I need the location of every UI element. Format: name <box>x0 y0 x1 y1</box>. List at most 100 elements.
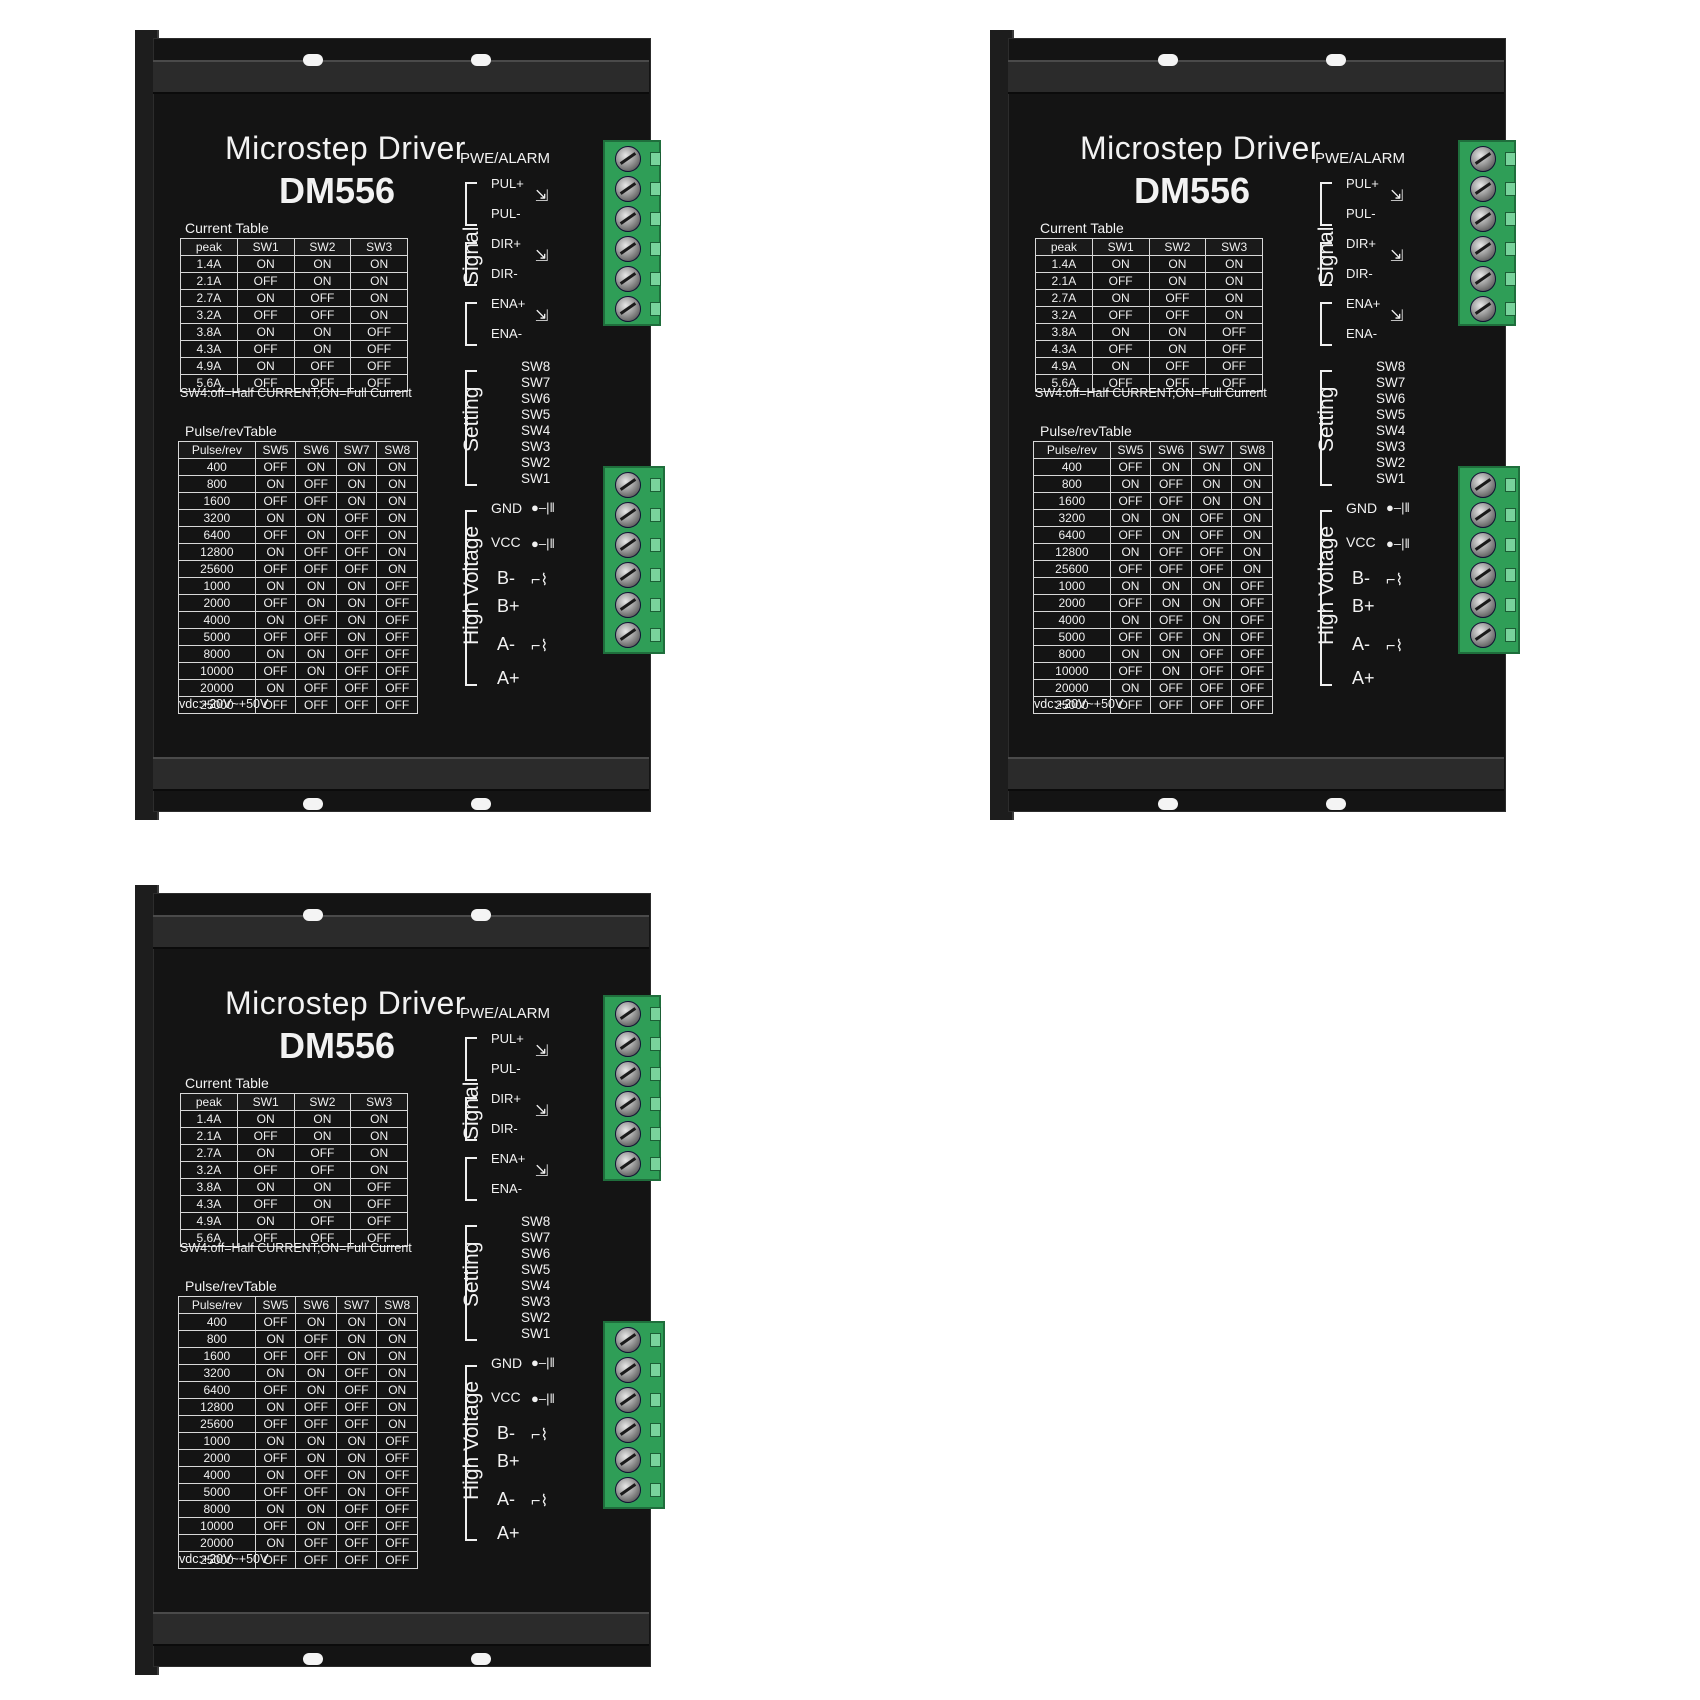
screw-terminal-icon <box>1470 236 1496 262</box>
table-cell: OFF <box>254 1415 297 1433</box>
table-cell: OFF <box>350 323 408 341</box>
dip-switch-label: SW7 <box>521 1230 551 1245</box>
current-table-caption: Current Table <box>185 1075 269 1091</box>
table-cell: OFF <box>376 611 418 629</box>
table-cell: ON <box>254 1398 297 1416</box>
table-cell: OFF <box>295 1534 337 1552</box>
table-cell: 1.4A <box>180 1110 238 1128</box>
table-cell: 400 <box>1033 458 1111 476</box>
dip-switch-label: SW2 <box>521 1310 551 1325</box>
table-cell: 5.6A <box>1035 374 1093 392</box>
table-cell: ON <box>1205 289 1263 307</box>
table-cell: OFF <box>335 679 378 697</box>
hv-pin-label: A+ <box>1352 668 1375 688</box>
table-cell: ON <box>254 509 297 527</box>
table-cell: OFF <box>376 628 418 646</box>
table-cell: OFF <box>1091 306 1150 324</box>
table-cell: OFF <box>335 1398 378 1416</box>
top-heatsink-rail <box>153 60 649 94</box>
table-cell: OFF <box>293 1229 352 1247</box>
dip-switch-label: SW4 <box>1376 423 1406 438</box>
bottom-heatsink-rail <box>153 757 649 791</box>
table-cell: ON <box>254 475 297 493</box>
table-cell: 2.1A <box>1035 272 1093 290</box>
table-cell: 3200 <box>178 509 256 527</box>
table-cell: ON <box>1109 475 1152 493</box>
table-cell: 4.9A <box>180 1212 238 1230</box>
table-cell: OFF <box>254 1347 297 1365</box>
screw-terminal-icon <box>615 1417 641 1443</box>
table-cell: OFF <box>295 1551 337 1569</box>
table-cell: ON <box>350 1161 408 1179</box>
setting-label: Setting <box>460 386 483 452</box>
table-cell: 20000 <box>178 679 256 697</box>
table-cell: OFF <box>295 1398 337 1416</box>
table-cell: OFF <box>1091 340 1150 358</box>
table-cell: 3200 <box>178 1364 256 1382</box>
terminal-tab <box>650 212 661 226</box>
table-cell: 5000 <box>1033 628 1111 646</box>
mounting-hole <box>471 798 491 810</box>
table-cell: 3.8A <box>180 323 238 341</box>
table-cell: 2.7A <box>180 1144 238 1162</box>
table-cell: OFF <box>335 1415 378 1433</box>
table-cell: Pulse/rev <box>1033 441 1111 459</box>
table-cell: ON <box>335 475 378 493</box>
table-cell: OFF <box>350 357 408 375</box>
signal-bracket <box>465 302 477 346</box>
signal-pin-label: DIR- <box>1346 266 1373 281</box>
terminal-tab <box>650 1157 661 1171</box>
signal-label: Signal <box>460 1081 483 1140</box>
screw-terminal-icon <box>615 1031 641 1057</box>
hv-pin-label: GND <box>491 1355 523 1371</box>
dip-switch-label: SW6 <box>521 391 551 406</box>
table-cell: ON <box>350 289 408 307</box>
table-cell: OFF <box>335 662 378 680</box>
table-cell: OFF <box>1231 679 1273 697</box>
table-cell: SW8 <box>376 1296 418 1314</box>
table-cell: 5000 <box>178 1483 256 1501</box>
screw-terminal-icon <box>615 1477 641 1503</box>
terminal-tab <box>650 242 661 256</box>
mounting-hole <box>1326 798 1346 810</box>
table-cell: ON <box>335 458 378 476</box>
table-cell: OFF <box>295 1347 337 1365</box>
hv-label: High Voltage <box>1315 525 1338 645</box>
table-cell: 800 <box>1033 475 1111 493</box>
hv-pin-label: B+ <box>497 596 520 616</box>
terminal-tab <box>650 1333 661 1347</box>
screw-terminal-icon <box>615 592 641 618</box>
signal-pin-label: ENA- <box>491 326 523 341</box>
table-cell: ON <box>1091 289 1150 307</box>
terminal-tab <box>650 598 661 612</box>
table-cell: SW5 <box>254 441 297 459</box>
hv-pin-label: A- <box>1352 634 1370 654</box>
table-cell: SW3 <box>1205 238 1263 256</box>
table-cell: ON <box>335 611 378 629</box>
table-cell: ON <box>295 526 337 544</box>
screw-terminal-icon <box>1470 592 1496 618</box>
label-face: Microstep Driver DM556 Current Table pea… <box>1030 100 1500 760</box>
table-cell: ON <box>350 306 408 324</box>
optocoupler-icon: ⇲ <box>535 248 549 265</box>
table-cell: ON <box>1190 594 1233 612</box>
table-cell: ON <box>295 1500 337 1518</box>
table-cell: ON <box>236 323 295 341</box>
table-cell: 10000 <box>178 1517 256 1535</box>
table-cell: peak <box>180 1093 238 1111</box>
table-cell: 800 <box>178 1330 256 1348</box>
